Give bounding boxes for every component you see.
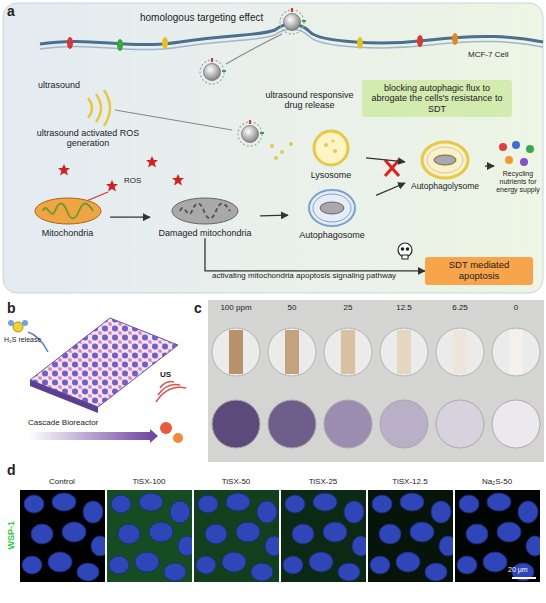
lattice-side <box>30 380 98 413</box>
text-label: 12.5 <box>376 303 432 312</box>
organelle-node: Damaged mitochondria <box>150 196 260 238</box>
text-label: 20 μm <box>508 566 528 574</box>
organelle-node: Mitochondria <box>25 196 110 238</box>
result-box: SDT mediated apoptosis <box>425 257 533 285</box>
damaged-mitochondrion-shape <box>170 196 240 226</box>
edge-label: activating mitochondria apoptosis signal… <box>212 271 396 280</box>
text-label: ROS <box>124 176 141 185</box>
text-label: ultrasound <box>38 80 80 90</box>
text-label: 0 <box>488 303 544 312</box>
node-label: blocking autophagic flux to abrogate the… <box>367 83 507 114</box>
text-label: H₂S release <box>4 336 41 344</box>
panel-background <box>3 3 543 293</box>
ultrasound-waves-b <box>156 382 186 402</box>
node-label: SDT mediated apoptosis <box>430 260 528 282</box>
text-label: US <box>160 370 171 379</box>
text-label: WSP-1 <box>6 515 16 555</box>
organelle-node: Autophagolysome <box>405 140 485 192</box>
dish-row-solutions <box>212 400 540 448</box>
cascade-arrow <box>28 429 158 443</box>
uptake-arrow <box>226 34 282 64</box>
text-label: 100 ppm <box>208 303 264 312</box>
lysosome-shape <box>311 128 351 168</box>
block-mark <box>385 160 399 176</box>
connector-arrow <box>485 165 494 166</box>
node-label: Recycling nutrients for energy supply <box>494 170 542 194</box>
node-label: Autophagolysome <box>411 182 479 192</box>
text-label: a <box>7 3 15 19</box>
ultrasound-arrow <box>115 110 232 130</box>
text-label: ultrasound responsive drug release <box>262 90 357 111</box>
organelle-node: Lysosome <box>296 128 366 180</box>
text-label: Control <box>22 477 102 486</box>
node-label: Mitochondria <box>42 228 94 238</box>
text-label: 6.25 <box>432 303 488 312</box>
text-label: d <box>7 462 16 478</box>
text-label: ultrasound activated ROS generation <box>28 128 148 149</box>
h2s-molecule <box>8 320 28 332</box>
text-label: TiSX-50 <box>196 477 276 486</box>
ros-bubbles <box>160 422 183 443</box>
connector-arrow <box>376 183 405 195</box>
connector-arrow <box>110 217 150 218</box>
connector-arrow <box>205 238 425 271</box>
scale-bar <box>512 577 536 579</box>
text-label: 50 <box>264 303 320 312</box>
text-label: Na₂S-50 <box>457 477 537 486</box>
text-label: homologous targeting effect <box>140 12 263 24</box>
skull-symbol <box>398 243 412 259</box>
text-label: c <box>194 300 202 316</box>
organelle-node: Autophagosome <box>288 188 376 240</box>
node-label: Lysosome <box>311 170 352 180</box>
text-label: TiSX-12.5 <box>370 477 450 486</box>
fluorescence-images <box>20 490 544 582</box>
nutrient-dots <box>494 138 542 168</box>
membrane-receptors <box>67 33 458 51</box>
autophagosome-shape <box>307 188 357 228</box>
released-drug <box>270 142 293 160</box>
text-label: TiSX-25 <box>283 477 363 486</box>
text-label: TiSX-100 <box>109 477 189 486</box>
connector-arrow <box>260 215 288 217</box>
mitochondrion-shape <box>33 196 103 226</box>
photo-background <box>208 300 544 462</box>
note-box: blocking autophagic flux to abrogate the… <box>362 80 512 117</box>
text-label: 25 <box>320 303 376 312</box>
connector-arrow <box>366 158 405 162</box>
text-label: Cascade Bioreactor <box>28 418 98 427</box>
cell-membrane-inner <box>40 29 543 49</box>
node-label: Autophagosome <box>299 230 365 240</box>
node-label: Damaged mitochondria <box>158 228 251 238</box>
text-label: MCF-7 Cell <box>468 50 508 59</box>
autophagolysosome-shape <box>420 140 470 180</box>
ultrasound-waves <box>88 90 110 126</box>
ros-stars <box>58 156 184 192</box>
dish-row-strips <box>212 328 540 376</box>
text-label: b <box>7 300 16 316</box>
nutrient-node: Recycling nutrients for energy supply <box>494 138 542 194</box>
